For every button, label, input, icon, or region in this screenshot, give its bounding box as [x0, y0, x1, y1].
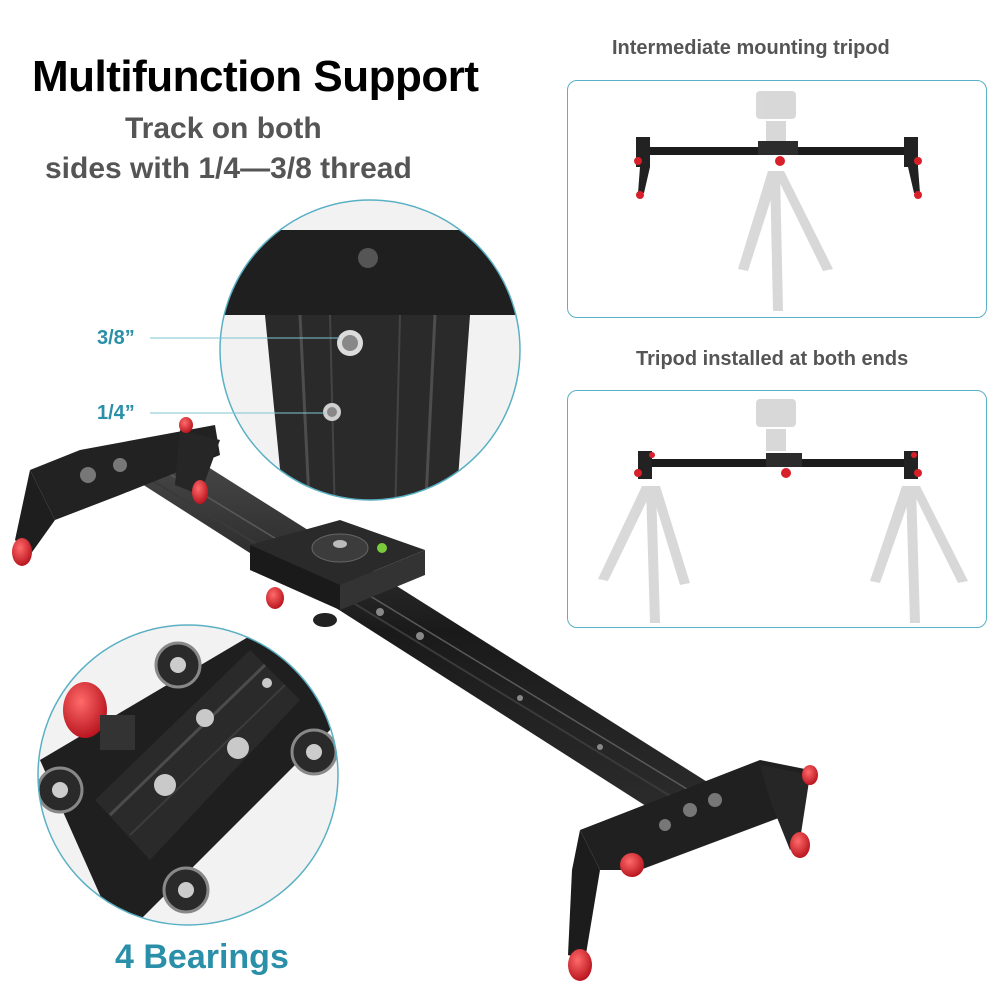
headline-subtitle-line1: Track on both	[125, 112, 322, 145]
thread-label-3-8: 3/8”	[97, 327, 135, 349]
intermediate-tripod-illustration	[634, 91, 922, 311]
slider-carriage	[250, 520, 425, 627]
thread-label-1-4: 1/4”	[97, 402, 135, 424]
left-end-bracket	[12, 417, 220, 566]
bearings-detail-zoom	[37, 624, 339, 926]
panel-caption-intermediate: Intermediate mounting tripod	[612, 37, 890, 59]
headline-subtitle-line2: sides with 1/4—3/8 thread	[45, 152, 412, 185]
panel-caption-both-ends: Tripod installed at both ends	[636, 348, 909, 370]
headline-title: Multifunction Support	[32, 52, 479, 101]
thread-detail-zoom	[219, 199, 521, 501]
right-end-bracket	[568, 760, 818, 981]
both-ends-tripod-illustration	[598, 399, 968, 623]
bearings-label: 4 Bearings	[115, 938, 289, 976]
both-ends-tripod-panel	[567, 390, 987, 628]
intermediate-tripod-panel	[567, 80, 987, 318]
